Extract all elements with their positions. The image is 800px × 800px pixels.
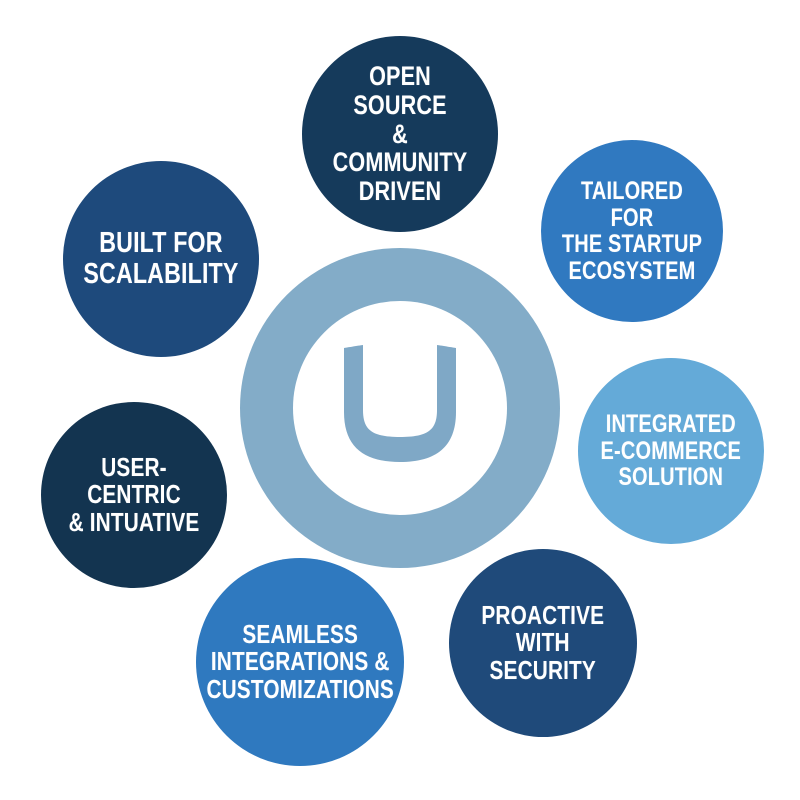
bubble-seamless-label: SEAMLESS INTEGRATIONS & CUSTOMIZATIONS bbox=[206, 618, 394, 704]
umbraco-u-icon bbox=[344, 345, 456, 462]
bubble-security[interactable]: PROACTIVE WITH SECURITY bbox=[449, 549, 637, 737]
bubble-ecommerce[interactable]: INTEGRATED E-COMMERCE SOLUTION bbox=[578, 358, 764, 544]
bubble-security-label: PROACTIVE WITH SECURITY bbox=[481, 599, 605, 685]
bubble-seamless[interactable]: SEAMLESS INTEGRATIONS & CUSTOMIZATIONS bbox=[196, 558, 404, 766]
bubble-open-source[interactable]: OPEN SOURCE & COMMUNITY DRIVEN bbox=[302, 36, 498, 232]
bubble-tailored[interactable]: TAILORED FOR THE STARTUP ECOSYSTEM bbox=[541, 140, 723, 322]
bubble-tailored-label: TAILORED FOR THE STARTUP ECOSYSTEM bbox=[561, 177, 703, 285]
logo-disc bbox=[293, 301, 507, 515]
bubble-scalability-label: BUILT FOR SCALABILITY bbox=[83, 227, 239, 290]
bubble-user-centric[interactable]: USER-CENTRIC & INTUATIVE bbox=[41, 402, 227, 588]
umbraco-logo bbox=[240, 248, 560, 568]
bubble-scalability[interactable]: BUILT FOR SCALABILITY bbox=[63, 161, 259, 357]
bubble-user-centric-label: USER-CENTRIC & INTUATIVE bbox=[68, 451, 200, 537]
bubble-open-source-label: OPEN SOURCE & COMMUNITY DRIVEN bbox=[332, 61, 468, 206]
bubble-ecommerce-label: INTEGRATED E-COMMERCE SOLUTION bbox=[600, 410, 742, 492]
